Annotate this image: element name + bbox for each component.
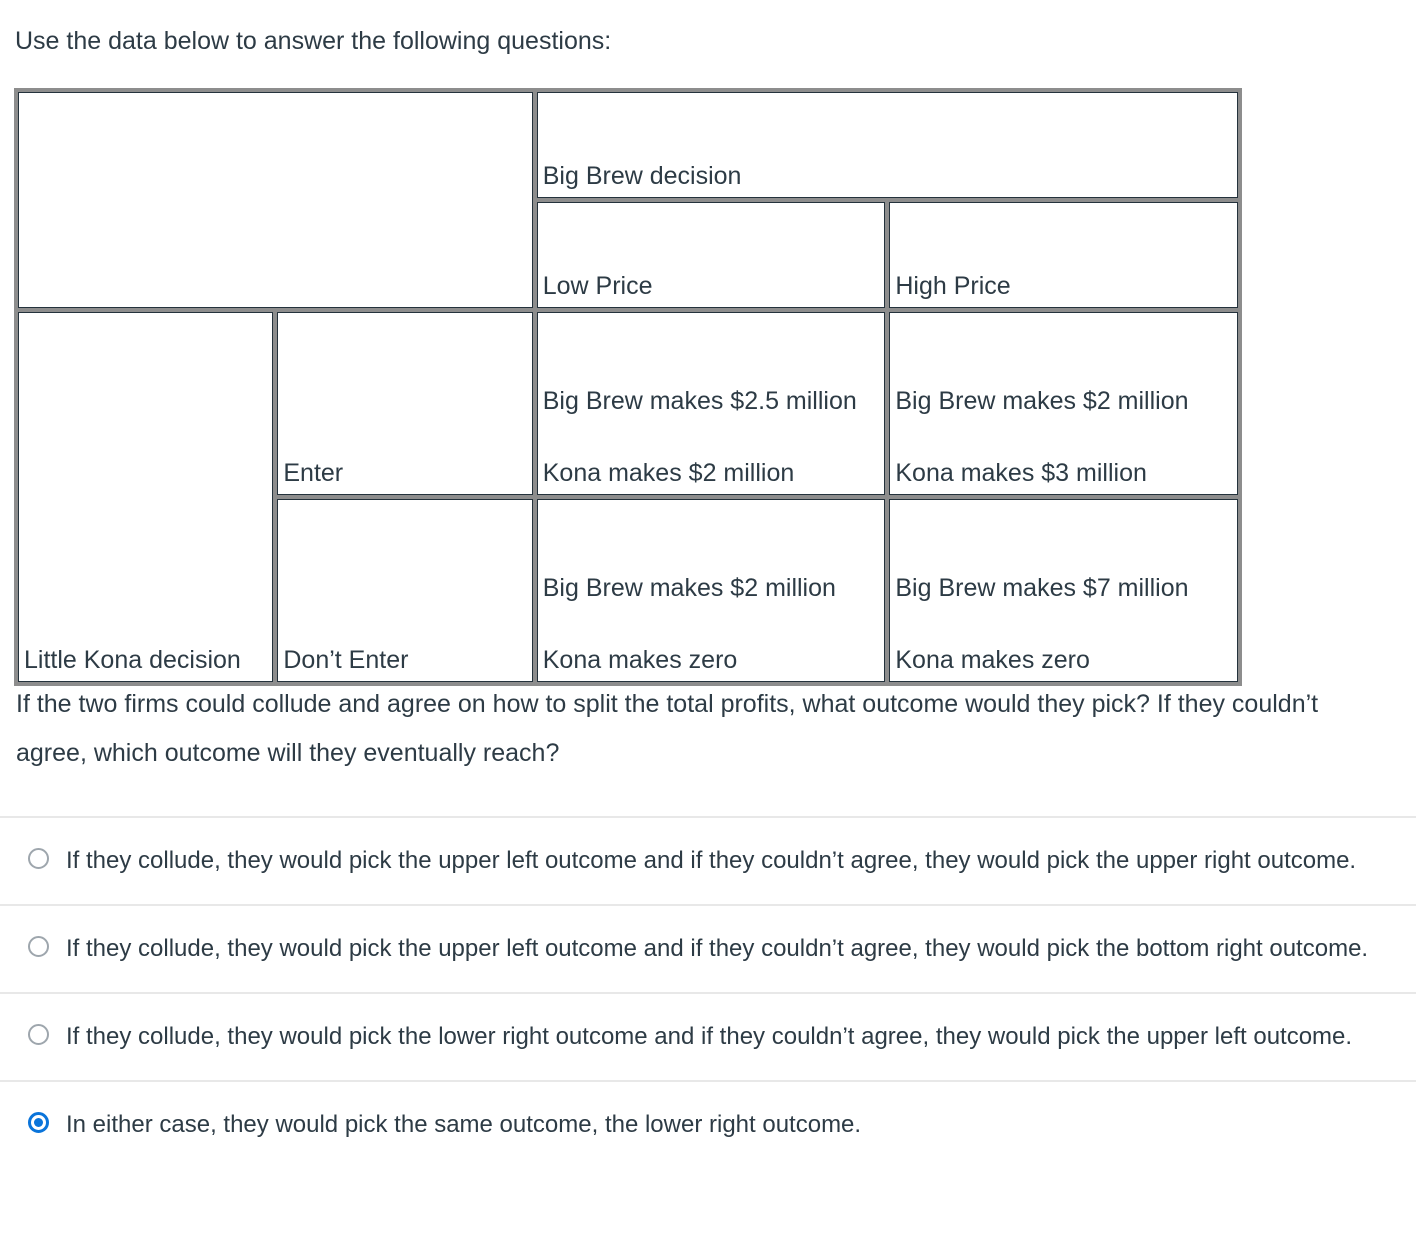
- matrix-cell-line-2: Kona makes $3 million: [895, 459, 1147, 487]
- matrix-cell-line-1: Big Brew makes $2 million: [542, 574, 836, 602]
- matrix-cell-line-2: Kona makes zero: [895, 646, 1090, 674]
- answer-option-1[interactable]: If they collude, they would pick the upp…: [0, 816, 1416, 904]
- matrix-column-group-header: Big Brew decision: [534, 90, 1240, 200]
- matrix-cell-line-1: Big Brew makes $2.5 million: [542, 387, 857, 415]
- payoff-matrix-table: Big Brew decision Low Price High Price L…: [14, 88, 1242, 686]
- matrix-row-group-header: Little Kona decision: [16, 310, 276, 684]
- matrix-column-header-high-price: High Price: [887, 200, 1240, 310]
- answer-option-label: If they collude, they would pick the low…: [66, 1023, 1353, 1050]
- table-row: Low Price High Price: [16, 200, 1240, 310]
- radio-button-icon[interactable]: [28, 848, 49, 869]
- table-row: Big Brew decision: [16, 90, 1240, 310]
- table-row: Little Kona decision Enter Big Brew make…: [16, 310, 1240, 684]
- matrix-cell-line-2: Kona makes zero: [542, 646, 738, 674]
- question-prompt: If the two firms could collude and agree…: [16, 690, 1319, 767]
- radio-button-icon[interactable]: [28, 936, 49, 957]
- answer-option-2[interactable]: If they collude, they would pick the upp…: [0, 904, 1416, 992]
- page-title: Use the data below to answer the followi…: [15, 27, 612, 55]
- answer-option-4[interactable]: In either case, they would pick the same…: [0, 1080, 1416, 1168]
- matrix-cell-dontenter-high: Big Brew makes $7 million Kona makes zer…: [887, 497, 1240, 684]
- matrix-corner-blank: [16, 90, 535, 310]
- matrix-cell-line-1: Big Brew makes $2 million: [895, 387, 1189, 415]
- answer-option-3[interactable]: If they collude, they would pick the low…: [0, 992, 1416, 1080]
- answer-option-label: If they collude, they would pick the upp…: [66, 935, 1369, 962]
- table-row: Don’t Enter Big Brew makes $2 million Ko…: [16, 497, 1240, 684]
- answer-option-label: In either case, they would pick the same…: [66, 1111, 862, 1138]
- matrix-cell-dontenter-low: Big Brew makes $2 million Kona makes zer…: [534, 497, 888, 684]
- matrix-row-header-dont-enter: Don’t Enter: [275, 497, 535, 684]
- matrix-cell-enter-low: Big Brew makes $2.5 million Kona makes $…: [534, 310, 888, 497]
- matrix-column-header-low-price: Low Price: [534, 200, 888, 310]
- answer-option-label: If they collude, they would pick the upp…: [66, 847, 1357, 874]
- radio-button-selected-icon[interactable]: [28, 1112, 49, 1133]
- payoff-matrix-container: Big Brew decision Low Price High Price L…: [14, 88, 1242, 686]
- answer-options-list: If they collude, they would pick the upp…: [0, 816, 1416, 1168]
- radio-button-icon[interactable]: [28, 1024, 49, 1045]
- matrix-cell-line-2: Kona makes $2 million: [542, 459, 795, 487]
- matrix-cell-line-1: Big Brew makes $7 million: [895, 574, 1189, 602]
- matrix-cell-enter-high: Big Brew makes $2 million Kona makes $3 …: [887, 310, 1240, 497]
- matrix-row-header-enter: Enter: [275, 310, 535, 497]
